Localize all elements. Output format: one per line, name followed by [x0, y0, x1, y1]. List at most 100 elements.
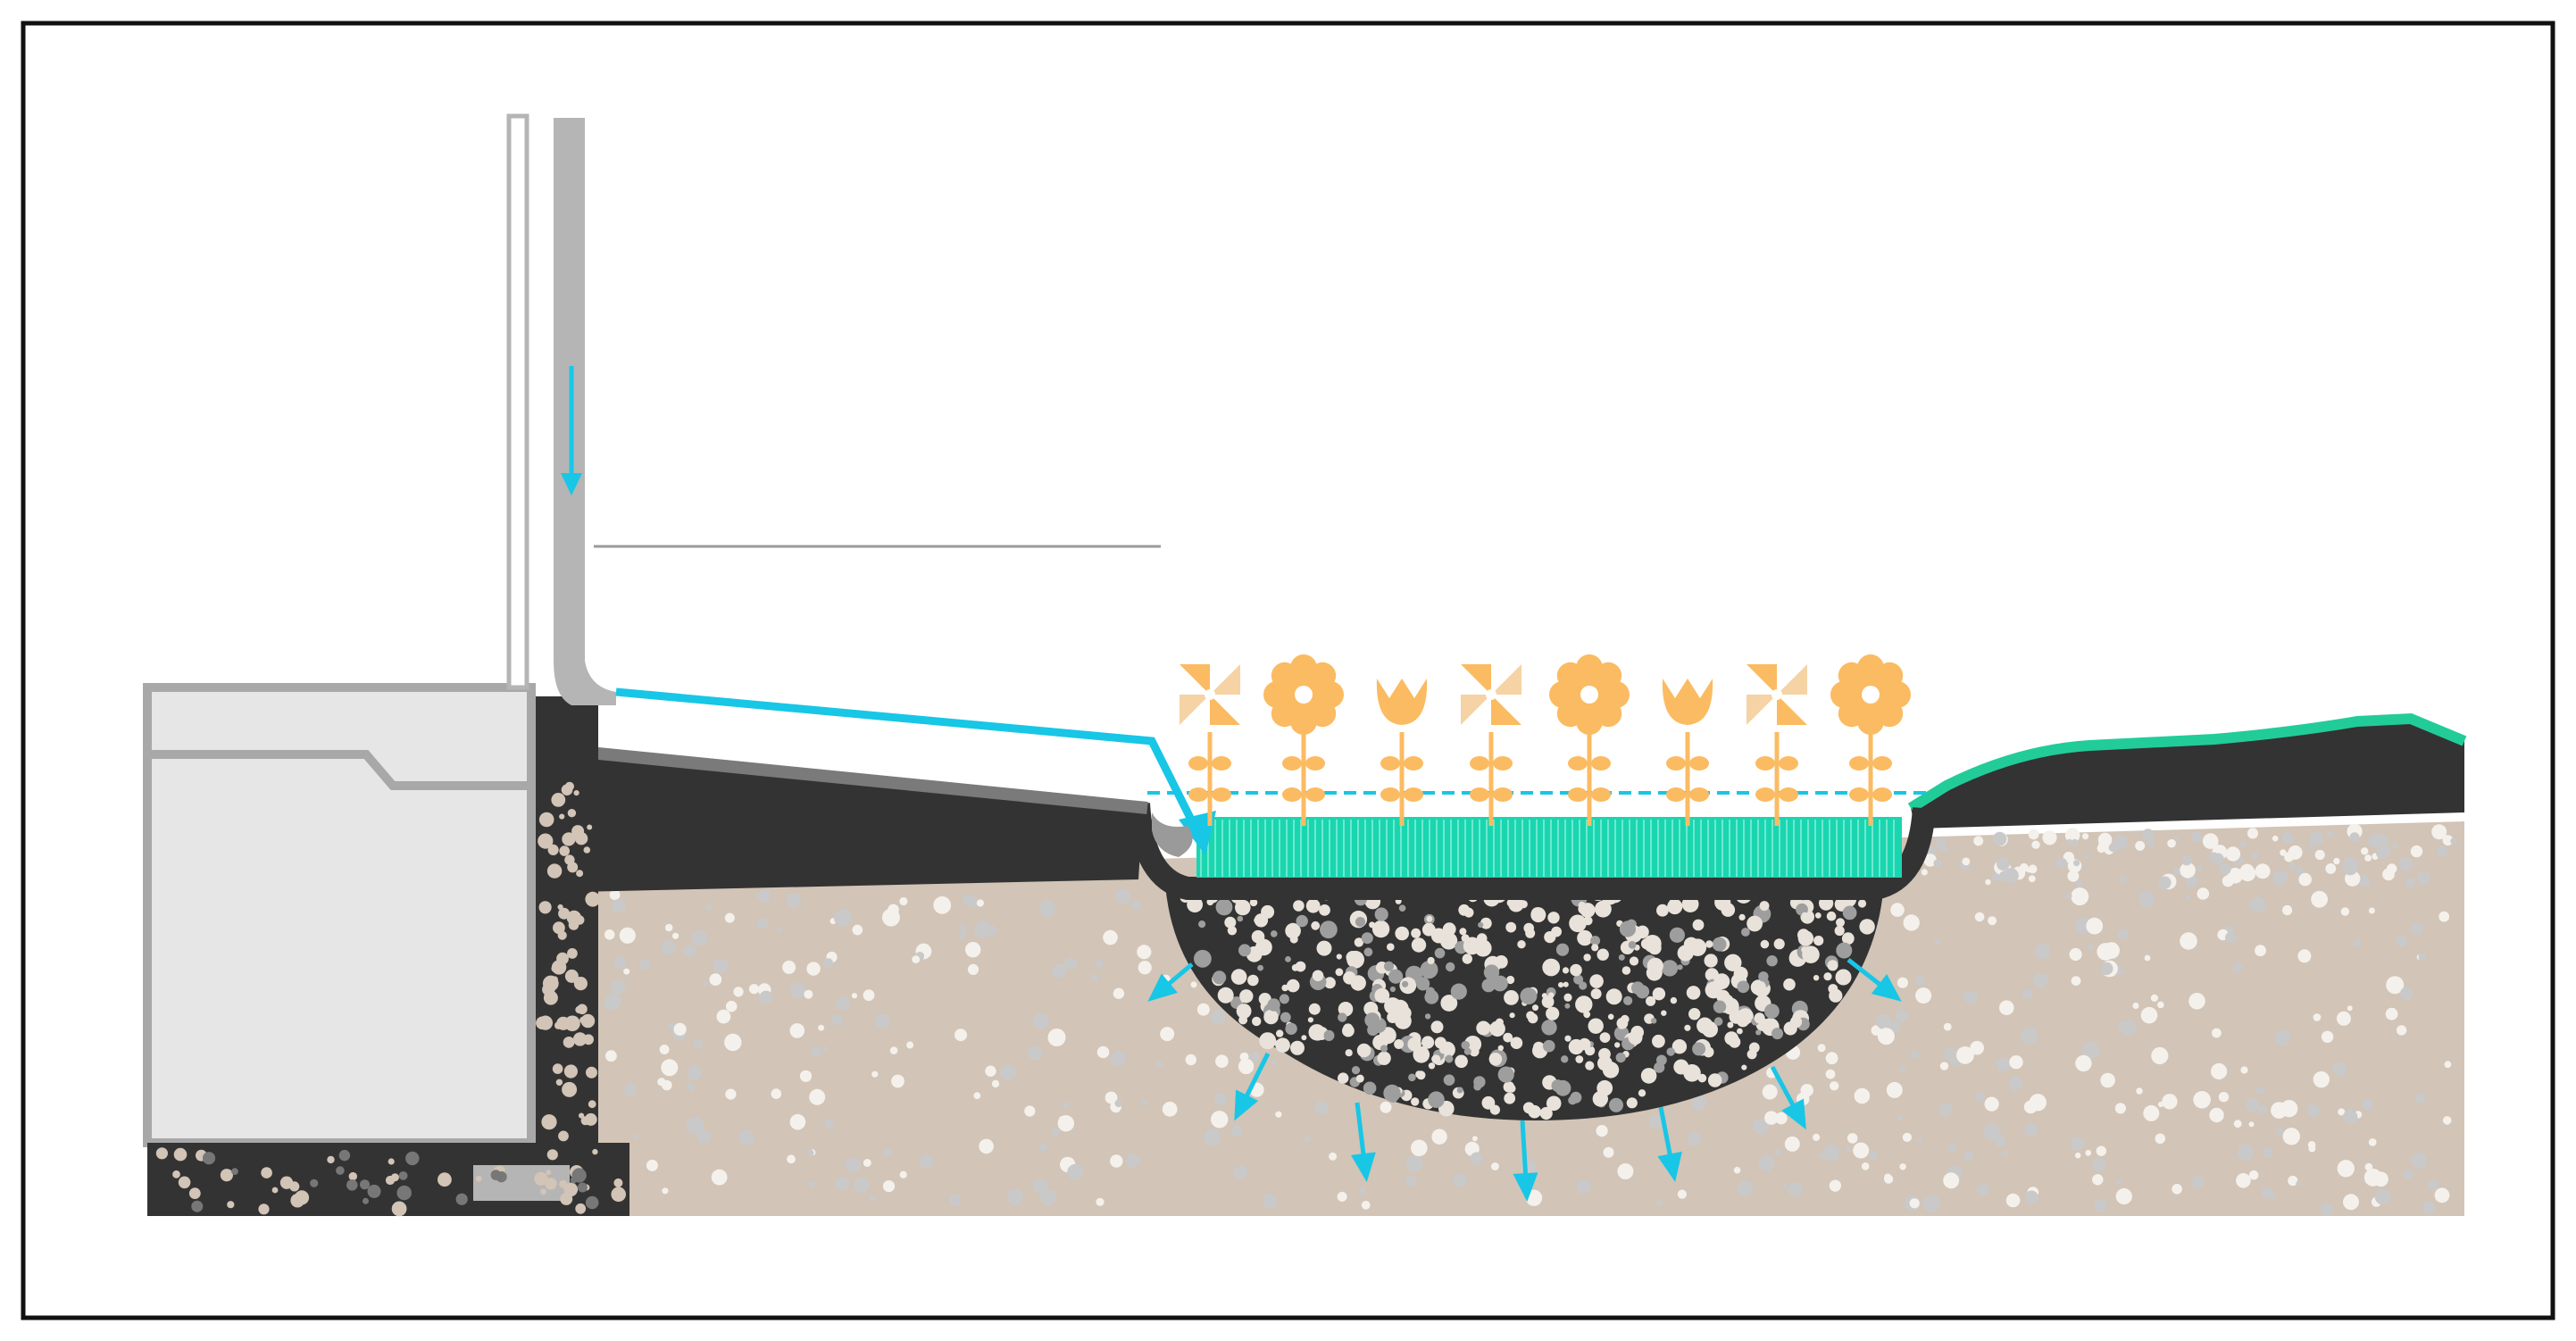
- soil-particle: [1899, 1065, 1906, 1073]
- soil-particle: [1781, 1182, 1788, 1188]
- foundation-particle: [567, 948, 578, 959]
- soil-particle: [1137, 945, 1152, 960]
- growing-media: [1196, 817, 1902, 878]
- leaf: [1849, 756, 1869, 770]
- soil-particle: [2118, 875, 2127, 884]
- soil-particle: [2042, 830, 2057, 845]
- soil-particle: [2298, 872, 2312, 887]
- pinwheel-blade: [1210, 664, 1240, 695]
- foundation-particle: [580, 1013, 596, 1029]
- foundation-particle: [541, 1114, 557, 1130]
- foundation-particle: [563, 1182, 579, 1197]
- foundation-particle: [564, 781, 575, 791]
- gravel-particle: [1469, 1046, 1480, 1057]
- gravel-particle: [1526, 1011, 1535, 1020]
- gravel-particle: [1443, 1074, 1455, 1086]
- soil-particle: [1829, 1179, 1841, 1192]
- soil-particle: [1213, 1092, 1228, 1106]
- paving-slab: [536, 745, 1143, 893]
- gravel-particle: [1828, 984, 1838, 994]
- leaf: [1666, 756, 1686, 770]
- soil-particle: [854, 1177, 871, 1194]
- soil-particle: [662, 1079, 672, 1091]
- soil-particle: [1453, 1173, 1467, 1187]
- soil-particle: [2375, 833, 2388, 847]
- gravel-particle: [1384, 961, 1394, 971]
- soil-particle: [604, 929, 615, 940]
- gravel-particle: [1259, 1032, 1277, 1050]
- gravel-particle: [1421, 1036, 1435, 1049]
- gravel-particle: [1424, 1013, 1431, 1020]
- soil-particle: [705, 904, 713, 911]
- gravel-particle: [1338, 1012, 1347, 1022]
- soil-particle: [1687, 1132, 1702, 1146]
- soil-particle: [771, 1088, 782, 1099]
- pinwheel-blade: [1180, 664, 1210, 695]
- soil-particle: [1617, 1163, 1634, 1179]
- foundation-particle: [538, 901, 552, 914]
- soil-particle: [806, 962, 821, 976]
- soil-particle: [2288, 1175, 2298, 1187]
- soil-particle: [612, 898, 626, 913]
- soil-particle: [1915, 987, 1932, 1004]
- gravel-particle: [1814, 912, 1822, 919]
- foundation-particle: [490, 1170, 502, 1180]
- soil-particle: [1114, 888, 1131, 904]
- soil-particle: [2071, 887, 2089, 906]
- gravel-particle: [1389, 986, 1396, 993]
- soil-particle: [955, 1029, 967, 1042]
- soil-particle: [2099, 962, 2113, 976]
- gravel-particle: [1741, 928, 1750, 937]
- soil-particle: [2353, 938, 2362, 948]
- foundation-particle: [562, 1081, 578, 1097]
- infiltration-arrow-icon: [1147, 962, 1194, 1002]
- soil-particle: [1125, 1154, 1140, 1169]
- soil-particle: [962, 894, 975, 907]
- gravel-particle: [1240, 995, 1247, 1004]
- soil-particle: [2275, 1128, 2283, 1136]
- gravel-particle: [1530, 907, 1544, 920]
- soil-particle: [1861, 1162, 1870, 1170]
- gravel-particle: [1440, 995, 1458, 1012]
- soil-particle: [891, 1074, 905, 1088]
- gravel-particle: [1577, 929, 1593, 946]
- infiltration-arrow-icon: [1350, 1102, 1376, 1182]
- leaf: [1591, 787, 1611, 802]
- gravel-particle: [1455, 1054, 1468, 1069]
- leaf: [1188, 756, 1208, 770]
- soil-particle: [2336, 1011, 2351, 1026]
- leaf: [1380, 787, 1400, 802]
- gravel-particle: [1684, 1024, 1691, 1031]
- flower-center: [1580, 686, 1598, 704]
- gravel-particle: [1276, 1029, 1284, 1037]
- soil-particle: [2395, 935, 2408, 948]
- gravel-particle: [1727, 1021, 1734, 1029]
- foundation-particle: [546, 1149, 558, 1161]
- soil-particle: [2386, 976, 2405, 995]
- gravel-particle: [1558, 982, 1564, 988]
- foundation-particle: [258, 1204, 270, 1215]
- soil-particle: [1313, 1100, 1329, 1115]
- gravel-particle: [1631, 981, 1645, 995]
- gravel-particle: [1541, 995, 1555, 1008]
- gravel-particle: [1835, 969, 1852, 986]
- gravel-particle: [1755, 1029, 1762, 1036]
- soil-particle: [1064, 956, 1078, 970]
- foundation-particle: [587, 824, 593, 830]
- soil-particle: [2212, 1028, 2222, 1038]
- gravel-particle: [1285, 922, 1301, 939]
- soil-particle: [2097, 943, 2114, 961]
- soil-particle: [2211, 1062, 2228, 1080]
- foundation-particle: [231, 1168, 238, 1175]
- soil-particle: [799, 1070, 813, 1082]
- gravel-particle: [1841, 932, 1855, 945]
- gravel-particle: [1638, 1089, 1646, 1097]
- soil-particle: [619, 927, 636, 944]
- gravel-particle: [1430, 1020, 1444, 1034]
- gravel-particle: [1355, 1074, 1364, 1083]
- foundation-particle: [348, 1171, 357, 1181]
- flower-center: [1295, 686, 1313, 704]
- foundation-particle: [586, 1066, 597, 1079]
- leaf: [1212, 756, 1231, 770]
